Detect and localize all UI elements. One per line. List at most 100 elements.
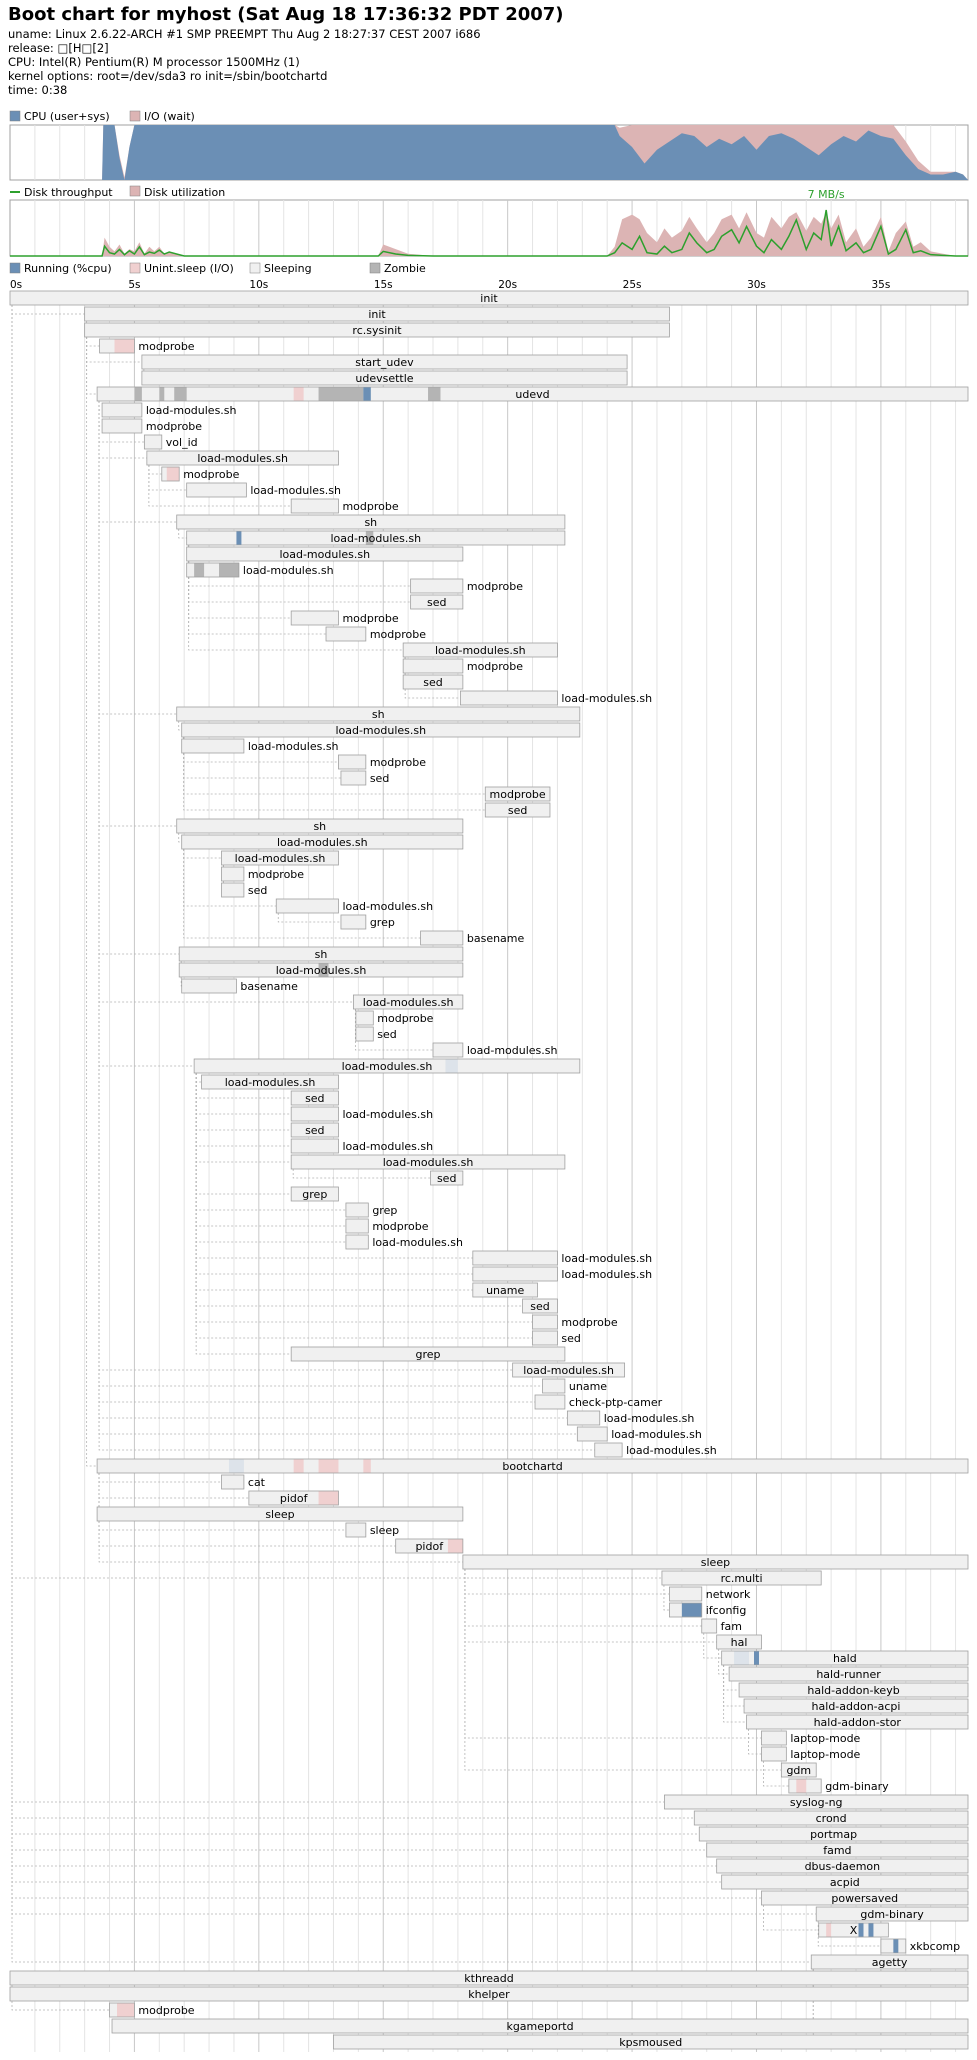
process-label: load-modules.sh <box>604 1412 695 1425</box>
process-bar-border <box>355 1026 374 1042</box>
process-bar-border <box>9 1986 969 2002</box>
process-label: load-modules.sh <box>342 1140 433 1153</box>
process-bar: vol_id <box>143 434 198 450</box>
process-label: fam <box>721 1620 742 1633</box>
process-io-segment <box>114 339 135 353</box>
process-running-segment <box>858 1923 864 1937</box>
process-sleeping-fill <box>532 1331 558 1345</box>
process-bar-border <box>146 450 339 466</box>
process-label: kpsmoused <box>619 2036 682 2049</box>
process-bar: fam <box>701 1618 742 1634</box>
process-bar: sleep <box>96 1506 464 1522</box>
process-bar: modprobe <box>221 866 304 882</box>
process-sleeping-fill <box>345 1219 369 1233</box>
process-sleeping-fill <box>781 1763 817 1777</box>
process-bar-border <box>99 338 135 354</box>
process-sleeping-fill <box>355 1027 374 1041</box>
process-bar: kpsmoused <box>333 2034 969 2050</box>
process-sleeping-fill <box>716 1859 968 1873</box>
process-sleeping-fill <box>532 1315 558 1329</box>
disk-legend-util-label: Disk utilization <box>144 186 225 199</box>
process-label: famd <box>823 1844 851 1857</box>
process-sleeping-fill <box>395 1539 463 1553</box>
process-bar: load-modules.sh <box>201 1074 339 1090</box>
process-sleeping-fill <box>291 499 339 513</box>
process-label: gdm <box>786 1764 811 1777</box>
process-bar-border <box>176 514 566 530</box>
process-label: udevd <box>515 388 549 401</box>
legend-running-swatch <box>9 262 21 274</box>
process-bar: modprobe <box>338 754 426 770</box>
process-bar-border <box>186 562 240 578</box>
header-line-release: release: □[H□[2] <box>8 41 109 55</box>
process-sleeping-fill <box>291 1187 339 1201</box>
process-label: sed <box>305 1124 324 1137</box>
process-bar: modprobe <box>290 610 399 626</box>
disk-legend-util-swatch <box>129 185 141 197</box>
process-bar-border <box>345 1202 369 1218</box>
process-label: sed <box>377 1028 396 1041</box>
process-bar-border <box>161 466 180 482</box>
process-bar-border <box>410 594 464 610</box>
process-bar: sh <box>176 514 566 530</box>
tree-link <box>86 337 98 1467</box>
process-label: load-modules.sh <box>248 740 339 753</box>
process-io-segment <box>293 1459 304 1473</box>
cpu-legend-cpu-label: CPU (user+sys) <box>24 110 110 123</box>
process-sleeping-fill <box>291 611 339 625</box>
process-bar: load-modules.sh <box>432 1042 558 1058</box>
process-label: sed <box>305 1092 324 1105</box>
process-label: laptop-mode <box>790 1732 860 1745</box>
process-label: acpid <box>830 1876 860 1889</box>
process-bar: init <box>84 306 670 322</box>
process-bar: load-modules.sh <box>472 1250 652 1266</box>
process-bar: load-modules.sh <box>512 1362 626 1378</box>
process-bar-border <box>459 690 558 706</box>
process-bar: gdm-binary <box>815 1906 969 1922</box>
header-line-kernel-options: kernel options: root=/dev/sda3 ro init=/… <box>8 69 327 83</box>
process-bar: sh <box>176 706 581 722</box>
tree-link <box>183 849 222 859</box>
process-sleeping-fill <box>353 995 463 1009</box>
process-sleeping-fill <box>144 435 162 449</box>
process-bar-border <box>566 1410 601 1426</box>
process-bar: khelper <box>9 1986 969 2002</box>
process-label: network <box>706 1588 751 1601</box>
process-sleeping-fill <box>472 1251 558 1265</box>
process-bar: hald-runner <box>728 1666 969 1682</box>
header-line-uname: uname: Linux 2.6.22-ARCH #1 SMP PREEMPT … <box>8 27 481 41</box>
tree-link <box>277 913 341 923</box>
process-sleeping-fill <box>179 947 463 961</box>
legend-zombie-label: Zombie <box>384 262 426 275</box>
process-label: hald-runner <box>816 1668 881 1681</box>
process-bar: modprobe <box>99 338 195 354</box>
process-bar: load-modules.sh <box>402 642 558 658</box>
process-sleeping-fill <box>181 723 580 737</box>
process-bar-border <box>472 1266 558 1282</box>
process-bar-border <box>290 1346 566 1362</box>
process-sleeping-fill <box>186 547 463 561</box>
process-label: hald-addon-keyb <box>807 1684 899 1697</box>
process-bar: grep <box>290 1346 566 1362</box>
process-sleeping-fill <box>746 1715 968 1729</box>
process-bar: acpid <box>721 1874 969 1890</box>
process-bar: modprobe <box>161 466 240 482</box>
process-bar-border <box>788 1778 822 1794</box>
legend-sleeping-label: Sleeping <box>264 262 312 275</box>
process-bar-border <box>325 626 367 642</box>
process-bar: sed <box>522 1298 558 1314</box>
process-bar-border <box>761 1890 969 1906</box>
process-sleeping-fill <box>462 1555 968 1569</box>
process-label: laptop-mode <box>790 1748 860 1761</box>
process-bar: modprobe <box>325 626 426 642</box>
process-bar: modprobe <box>410 578 523 594</box>
process-bar-border <box>661 1570 822 1586</box>
tree-link <box>11 305 812 1963</box>
process-label: modprobe <box>372 1220 428 1233</box>
process-bar-border <box>96 1506 464 1522</box>
process-label: modprobe <box>370 628 426 641</box>
process-sleeping-fill <box>340 915 366 929</box>
process-bar-border <box>402 674 464 690</box>
process-label: khelper <box>468 1988 510 2001</box>
